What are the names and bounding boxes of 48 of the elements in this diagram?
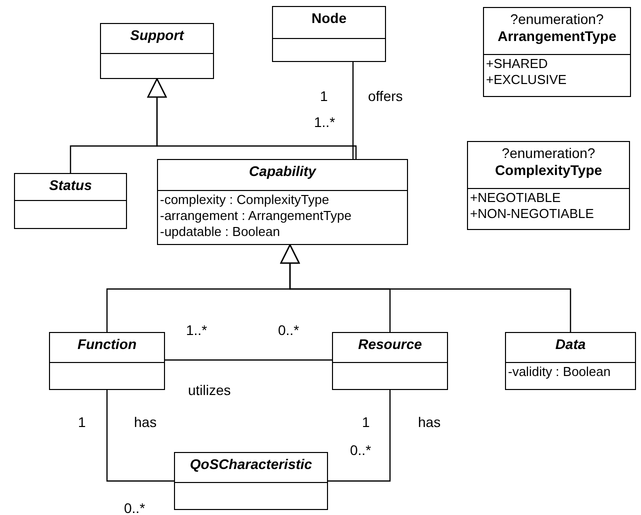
class-box <box>49 332 165 390</box>
class-box <box>483 7 631 97</box>
class-box <box>157 159 408 245</box>
association-line <box>165 359 332 361</box>
association-line <box>352 62 354 159</box>
stereotype-label: ?enumeration? <box>500 145 596 162</box>
class-name: Status <box>48 177 93 194</box>
enum-literal: +NON-NEGOTIABLE <box>470 206 595 222</box>
edge-label: has <box>418 414 441 430</box>
enum-literal: +NEGOTIABLE <box>470 190 562 206</box>
class-box <box>14 173 127 229</box>
class-name: QoSCharacteristic <box>188 456 314 473</box>
class-name: ArrangementType <box>496 28 618 45</box>
multiplicity-label: 1..* <box>186 322 208 338</box>
stereotype-label: ?enumeration? <box>509 11 605 28</box>
attribute-text: -updatable : Boolean <box>160 224 281 240</box>
attribute-text: -arrangement : ArrangementType <box>160 208 352 224</box>
association-line <box>106 390 174 482</box>
class-name: Node <box>310 10 348 27</box>
class-name: ComplexityType <box>494 162 604 179</box>
class-name: Capability <box>248 163 318 180</box>
class-box <box>100 23 214 79</box>
class-name: Function <box>76 336 138 353</box>
class-box <box>174 452 328 510</box>
enum-literal: +EXCLUSIVE <box>486 72 568 88</box>
class-box <box>272 6 386 62</box>
class-box <box>467 141 630 230</box>
edge-label: offers <box>368 88 403 104</box>
class-box <box>505 332 636 390</box>
attribute-text: -complexity : ComplexityType <box>160 192 330 208</box>
edge-label: utilizes <box>188 382 231 398</box>
class-name: Support <box>129 27 186 44</box>
multiplicity-label: 0..* <box>278 322 300 338</box>
generalization-arrow <box>280 244 572 332</box>
multiplicity-label: 1..* <box>314 114 336 130</box>
multiplicity-label: 0..* <box>124 500 146 515</box>
class-name: Resource <box>357 336 423 353</box>
class-name: Data <box>554 336 587 353</box>
generalization-arrow <box>147 78 357 159</box>
multiplicity-label: 0..* <box>350 442 372 458</box>
multiplicity-label: 1 <box>362 414 370 430</box>
multiplicity-label: 1 <box>320 88 328 104</box>
association-line <box>328 390 391 482</box>
edge-label: has <box>134 414 157 430</box>
enum-literal: +SHARED <box>486 56 549 72</box>
multiplicity-label: 1 <box>78 414 86 430</box>
attribute-text: -validity : Boolean <box>508 364 612 380</box>
class-box <box>332 332 448 390</box>
